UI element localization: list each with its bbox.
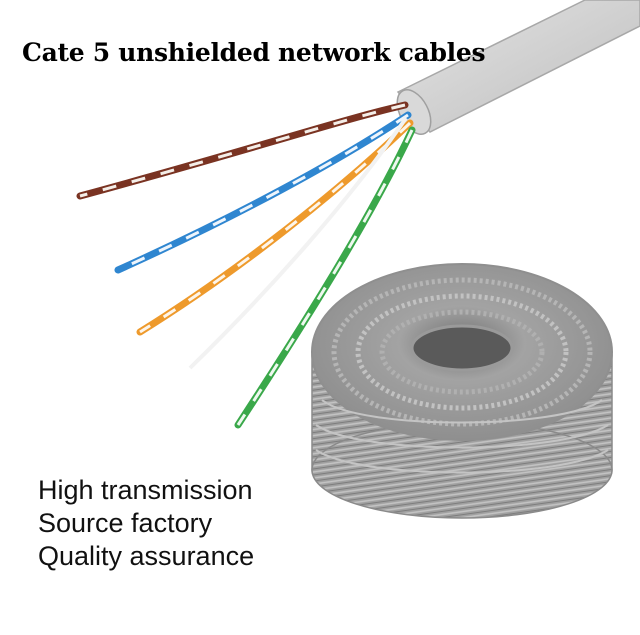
rip-cord	[188, 116, 408, 370]
feature-list: High transmission Source factory Quality…	[38, 474, 254, 573]
cable-jacket	[396, 0, 640, 135]
feature-item: Source factory	[38, 508, 213, 538]
feature-item: Quality assurance	[38, 541, 255, 571]
cable-coil	[311, 263, 613, 519]
twisted-pair-brown	[76, 101, 409, 200]
twisted-pair-green	[234, 126, 416, 429]
feature-item: High transmission	[38, 475, 253, 505]
product-headline: Cate 5 unshielded network cables	[22, 38, 486, 67]
twisted-pair-blue	[114, 111, 412, 274]
